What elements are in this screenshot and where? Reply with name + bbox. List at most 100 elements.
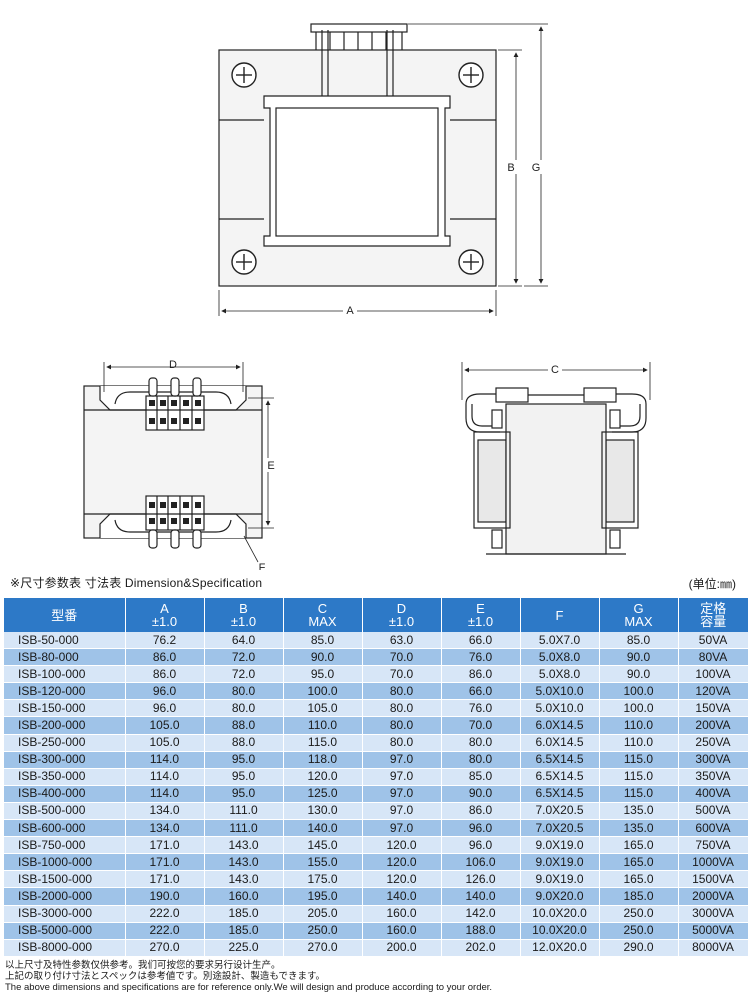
model-cell: ISB-600-000 <box>4 819 126 838</box>
value-cell: 140.0 <box>362 887 442 906</box>
value-cell: 80.0 <box>362 716 442 735</box>
value-cell: 80.0 <box>441 751 521 769</box>
value-cell: 76.2 <box>125 632 205 650</box>
value-cell: 72.0 <box>204 648 284 667</box>
value-cell: 160.0 <box>204 887 284 906</box>
value-cell: 97.0 <box>362 768 442 786</box>
table-caption: ※尺寸参数表 寸法表 Dimension&Specification <box>10 576 263 590</box>
value-cell: 105.0 <box>125 716 205 735</box>
model-cell: ISB-50-000 <box>4 632 126 650</box>
value-cell: 126.0 <box>441 870 521 889</box>
value-cell: 750VA <box>678 836 749 855</box>
value-cell: 5.0X8.0 <box>520 665 600 684</box>
value-cell: 106.0 <box>441 853 521 872</box>
value-cell: 66.0 <box>441 682 521 701</box>
value-cell: 250.0 <box>599 922 679 940</box>
value-cell: 86.0 <box>125 665 205 684</box>
value-cell: 90.0 <box>441 785 521 803</box>
value-cell: 90.0 <box>599 648 679 667</box>
value-cell: 120.0 <box>362 836 442 855</box>
value-cell: 5000VA <box>678 922 749 940</box>
value-cell: 5.0X7.0 <box>520 632 600 650</box>
value-cell: 12.0X20.0 <box>520 939 600 957</box>
value-cell: 96.0 <box>441 819 521 838</box>
value-cell: 500VA <box>678 802 749 821</box>
column-header-line2: ±1.0 <box>230 614 257 629</box>
label-d: D <box>169 359 177 371</box>
value-cell: 110.0 <box>599 716 679 735</box>
value-cell: 134.0 <box>125 802 205 821</box>
value-cell: 9.0X19.0 <box>520 870 600 889</box>
column-header: A±1.0 <box>125 598 205 632</box>
value-cell: 115.0 <box>283 734 363 752</box>
value-cell: 96.0 <box>125 699 205 718</box>
value-cell: 85.0 <box>599 632 679 650</box>
column-header-line2: MAX <box>624 614 653 629</box>
value-cell: 76.0 <box>441 648 521 667</box>
value-cell: 97.0 <box>362 751 442 769</box>
column-header-line2: ±1.0 <box>388 614 415 629</box>
value-cell: 96.0 <box>441 836 521 855</box>
value-cell: 2000VA <box>678 887 749 906</box>
value-cell: 5.0X8.0 <box>520 648 600 667</box>
value-cell: 155.0 <box>283 853 363 872</box>
column-header-line2: 容量 <box>700 614 727 629</box>
model-cell: ISB-1000-000 <box>4 853 126 872</box>
value-cell: 5.0X10.0 <box>520 682 600 701</box>
value-cell: 88.0 <box>204 716 284 735</box>
value-cell: 7.0X20.5 <box>520 819 600 838</box>
value-cell: 300VA <box>678 751 749 769</box>
value-cell: 10.0X20.0 <box>520 922 600 940</box>
column-header: D±1.0 <box>362 598 442 632</box>
value-cell: 171.0 <box>125 870 205 889</box>
value-cell: 125.0 <box>283 785 363 803</box>
value-cell: 90.0 <box>283 648 363 667</box>
value-cell: 105.0 <box>125 734 205 752</box>
value-cell: 115.0 <box>599 768 679 786</box>
side-terminal-screws <box>149 400 201 524</box>
value-cell: 90.0 <box>599 665 679 684</box>
value-cell: 143.0 <box>204 853 284 872</box>
value-cell: 111.0 <box>204 819 284 838</box>
value-cell: 225.0 <box>204 939 284 957</box>
value-cell: 120VA <box>678 682 749 701</box>
value-cell: 80.0 <box>362 699 442 718</box>
value-cell: 250VA <box>678 734 749 752</box>
value-cell: 97.0 <box>362 802 442 821</box>
side-view <box>83 377 263 549</box>
value-cell: 290.0 <box>599 939 679 957</box>
value-cell: 114.0 <box>125 768 205 786</box>
value-cell: 80.0 <box>441 734 521 752</box>
column-header-line1: B <box>239 601 248 616</box>
model-cell: ISB-250-000 <box>4 734 126 752</box>
value-cell: 80VA <box>678 648 749 667</box>
value-cell: 100.0 <box>599 682 679 701</box>
value-cell: 270.0 <box>283 939 363 957</box>
value-cell: 185.0 <box>204 922 284 940</box>
value-cell: 185.0 <box>204 905 284 923</box>
value-cell: 195.0 <box>283 887 363 906</box>
value-cell: 6.0X14.5 <box>520 716 600 735</box>
value-cell: 6.5X14.5 <box>520 751 600 769</box>
value-cell: 202.0 <box>441 939 521 957</box>
value-cell: 120.0 <box>362 853 442 872</box>
column-header-line2: ±1.0 <box>151 614 178 629</box>
value-cell: 171.0 <box>125 836 205 855</box>
value-cell: 205.0 <box>283 905 363 923</box>
model-cell: ISB-100-000 <box>4 665 126 684</box>
value-cell: 97.0 <box>362 785 442 803</box>
column-header-line1: F <box>555 607 564 623</box>
label-g: G <box>532 162 541 174</box>
value-cell: 100VA <box>678 665 749 684</box>
model-cell: ISB-400-000 <box>4 785 126 803</box>
